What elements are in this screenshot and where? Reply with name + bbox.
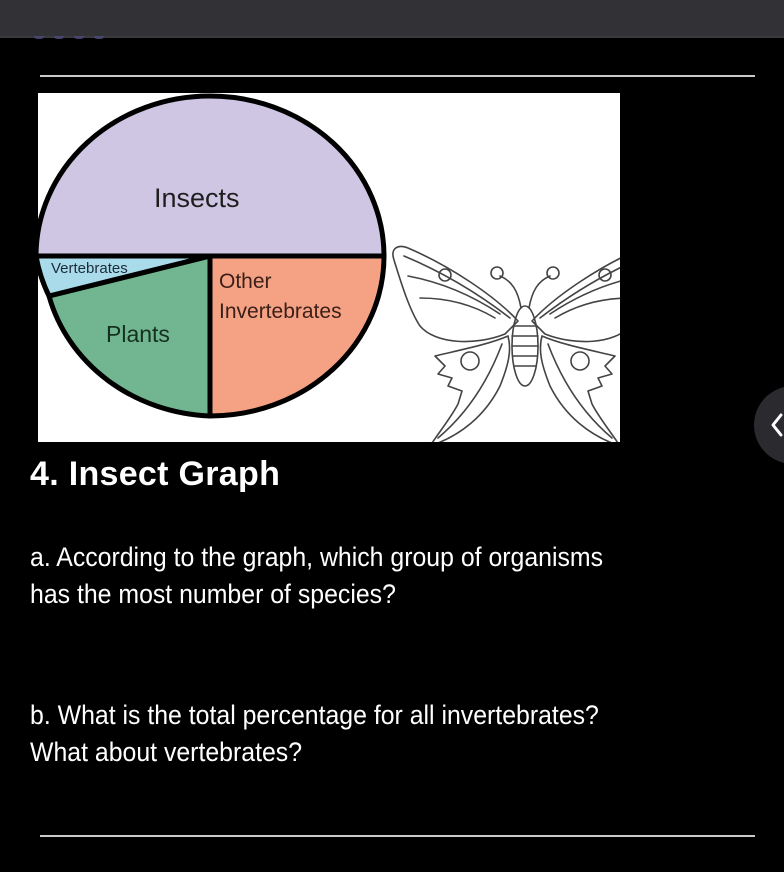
slice-vertebrates: [38, 253, 213, 299]
label-insects: Insects: [154, 183, 240, 213]
label-other-invertebrates-line2: Invertebrates: [219, 300, 342, 323]
label-plants: Plants: [106, 321, 170, 347]
butterfly-icon: [392, 245, 620, 442]
question-b-line2: What about vertebrates?: [30, 737, 303, 767]
question-b-line1: b. What is the total percentage for all …: [30, 700, 599, 730]
question-a-line2: has the most number of species?: [30, 579, 396, 609]
cutoff-header-text: [34, 36, 104, 40]
pie-chart: [38, 93, 620, 442]
label-other-invertebrates-line1: Other: [219, 270, 272, 293]
divider-bottom: [40, 835, 755, 837]
divider-top: [40, 75, 755, 77]
slice-other-invertebrates: [207, 253, 387, 419]
insect-pie-chart-figure: Insects Vertebrates Other Invertebrates …: [38, 93, 620, 442]
label-vertebrates: Vertebrates: [51, 260, 128, 277]
question-b: b. What is the total percentage for all …: [30, 697, 711, 771]
slice-plants: [46, 253, 213, 419]
question-a: a. According to the graph, which group o…: [30, 539, 711, 613]
question-a-line1: a. According to the graph, which group o…: [30, 542, 604, 572]
question-title: 4. Insect Graph: [30, 455, 281, 493]
slice-insects: [38, 93, 387, 259]
top-toolbar: [0, 0, 784, 38]
chevron-left-icon: [771, 413, 783, 437]
previous-page-button[interactable]: [754, 386, 784, 464]
